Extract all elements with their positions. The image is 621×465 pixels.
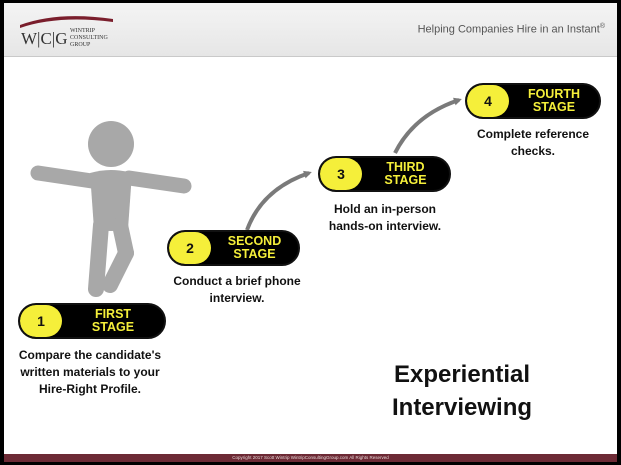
slide: W|C|G WINTRIP CONSULTING GROUP Helping C… <box>4 3 617 462</box>
stage-1-number: 1 <box>20 305 62 337</box>
registered-mark: ® <box>599 23 605 30</box>
person-figure-icon <box>30 121 192 297</box>
copyright-text: Copyright 2017 Scott Wintrip WintripCons… <box>232 455 389 460</box>
arrow-stage2-to-stage3 <box>245 170 312 231</box>
wcg-logo: W|C|G WINTRIP CONSULTING GROUP <box>20 16 113 48</box>
logo-line3: GROUP <box>70 42 91 48</box>
footer-bar: Copyright 2017 Scott Wintrip WintripCons… <box>4 454 617 462</box>
diagram-graphics <box>30 97 462 297</box>
logo-line2: CONSULTING <box>70 35 108 41</box>
stage-4-number: 4 <box>467 85 509 117</box>
header-bar: W|C|G WINTRIP CONSULTING GROUP Helping C… <box>4 3 617 57</box>
logo-line1: WINTRIP <box>70 28 96 34</box>
logo-mark: W|C|G <box>21 29 67 48</box>
stage-3-number: 3 <box>320 158 362 190</box>
arrow-stage3-to-stage4 <box>393 97 462 154</box>
tagline: Helping Companies Hire in an Instant® <box>417 23 605 36</box>
stage-2-number: 2 <box>169 232 211 264</box>
